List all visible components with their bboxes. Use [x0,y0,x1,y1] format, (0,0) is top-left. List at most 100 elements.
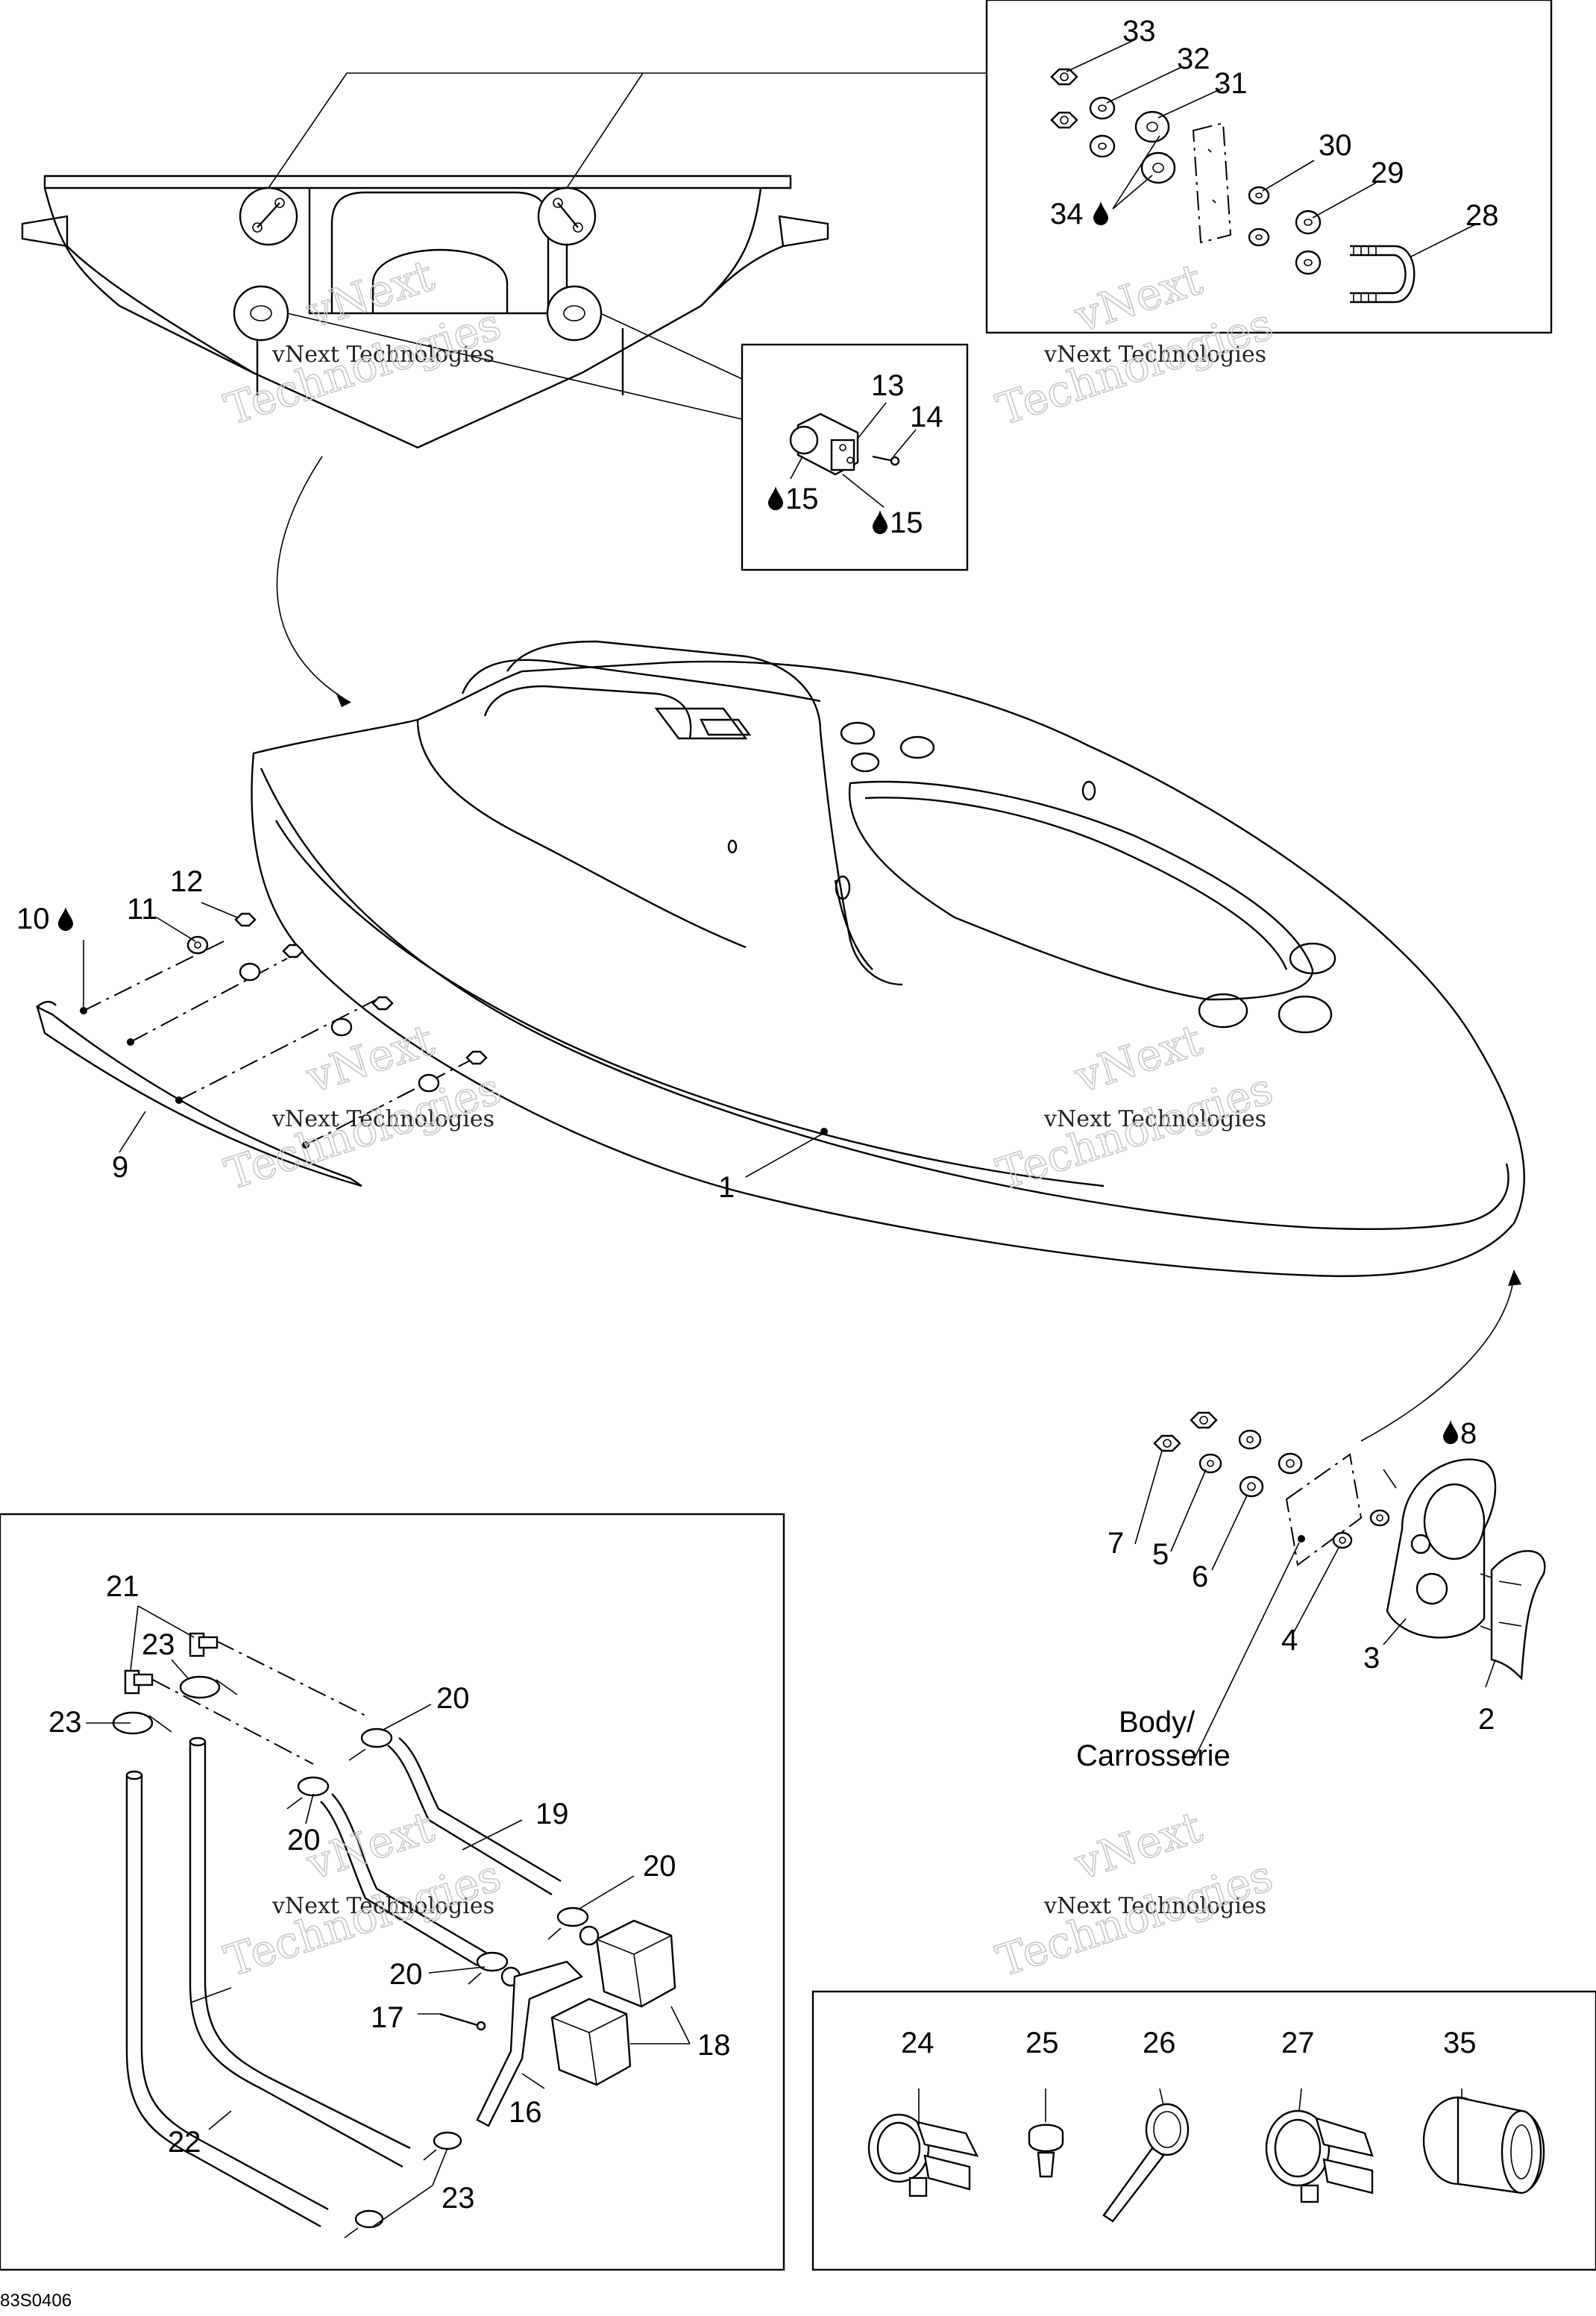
washer-6b [1278,1452,1303,1475]
rail-9: 10 11 12 9 [16,865,488,1187]
washer-4 [1332,1531,1353,1549]
watermark-2: vNext vNext Technologies Technologies [990,253,1280,436]
callout-16: 16 [509,2096,542,2129]
washer-30b [1248,227,1270,247]
u-bolt-28 [1350,245,1416,304]
callout-10: 10 [16,903,50,935]
callout-26: 26 [1143,2027,1176,2059]
washer-29b [1295,250,1322,275]
svg-text:vNext Technologies: vNext Technologies [271,1106,494,1132]
svg-text:vNext Technologies: vNext Technologies [271,1893,494,1919]
reference-code: 83S0406 [0,2291,72,2311]
callout-18: 18 [697,2029,731,2062]
sealant-drop-icon-15b [873,510,887,534]
drain-plug-lower-left [233,285,289,342]
inset-box-accessories: 24 25 26 27 35 [811,1990,1596,2271]
nut-7 [1153,1434,1181,1452]
body-label: Body/ [1119,1706,1196,1739]
watermark-6: vNext vNext Technologies Technologies [990,1801,1280,1987]
sealant-drop-icon-10 [58,907,73,931]
washer-30 [1248,186,1270,205]
callout-11: 11 [127,893,158,926]
sealant-drop-icon-15a [768,486,783,510]
drain-plug-upper-left [239,186,298,246]
clamp-24 [867,2113,979,2197]
callout-19: 19 [535,1798,569,1830]
callout-9: 9 [112,1151,128,1184]
sealant-drop-icon-8 [1443,1420,1458,1444]
washer-31 [1134,110,1170,143]
washer-5b [1238,1429,1262,1450]
body-label-translation: Carrosserie [1076,1739,1231,1772]
sealant-drop-icon [1093,201,1108,225]
callout-17: 17 [371,2001,404,2034]
nut-12b [282,944,304,958]
callout-21: 21 [106,1570,139,1603]
clamp-23b [179,1675,238,1699]
cable-tie-26 [1102,2103,1190,2223]
watermark-4: vNext vNext Technologies Technologies [990,1014,1280,1200]
nut-12c [371,996,394,1011]
watermark-1: vNext vNext Technologies Technologies [219,249,508,436]
washer-11b [239,962,261,982]
nut-12 [234,912,257,927]
washer-4b [1369,1509,1390,1527]
washer-5 [1198,1453,1222,1474]
callout-13: 13 [871,369,905,402]
hook-2 [1490,1550,1546,1680]
callout-22: 22 [168,2126,201,2159]
callout-3: 3 [1363,1642,1380,1675]
screw-14 [872,455,900,466]
callout-30: 30 [1319,129,1352,162]
callout-34: 34 [1050,198,1084,230]
drain-plug-upper-right [537,186,597,246]
callout-12: 12 [170,865,204,898]
clamp-23c [423,2131,462,2161]
plug-35 [1422,2096,1545,2194]
callout-20a: 20 [436,1682,470,1715]
clamp-20d [468,1951,509,1985]
callout-15b: 15 [890,506,923,539]
nut-33-top [1050,68,1078,86]
inset-box-drain-plug: 13 14 15 15 [741,343,969,571]
callout-23c: 23 [442,2182,475,2215]
washer-29 [1295,210,1322,235]
tow-hook-assembly: 7 5 6 4 3 2 8 Body/ Carrosserie [1076,1411,1546,1772]
hull-rear-view [21,72,987,707]
callout-8: 8 [1460,1417,1477,1450]
callout-29: 29 [1371,157,1404,189]
callout-23b: 23 [48,1706,82,1739]
nut-33-bottom [1050,111,1078,129]
callout-33: 33 [1122,15,1156,48]
clamp-27 [1265,2109,1374,2203]
washer-11c [330,1017,353,1037]
callout-1: 1 [718,1171,735,1204]
washer-11 [186,935,209,955]
body-1: 1 [251,640,1525,1442]
callout-7: 7 [1108,1527,1124,1560]
callout-32: 32 [1177,43,1210,75]
callout-4: 4 [1281,1624,1298,1657]
screw-17 [439,2012,486,2031]
nut-12d [465,1050,488,1065]
washer-6 [1239,1475,1264,1498]
callout-35: 35 [1443,2027,1477,2059]
washer-11d [418,1073,440,1093]
nut-7b [1190,1411,1218,1429]
callout-14: 14 [910,401,943,433]
clamp-23d [344,2209,384,2238]
washer-32b [1089,134,1116,158]
drain-plug-13 [789,412,859,476]
pump-18 [500,1919,676,2086]
callout-20d: 20 [389,1958,423,1991]
callout-27: 27 [1281,2027,1315,2059]
washer-32 [1089,96,1116,120]
callout-15a: 15 [785,483,819,515]
callout-20b: 20 [287,1824,321,1857]
rivet-25 [1028,2124,1064,2178]
fitting-21b [189,1632,219,1657]
drain-plug-lower-right [546,285,603,342]
clamp-20c [547,1907,589,1940]
clamp-20a [348,1727,393,1761]
